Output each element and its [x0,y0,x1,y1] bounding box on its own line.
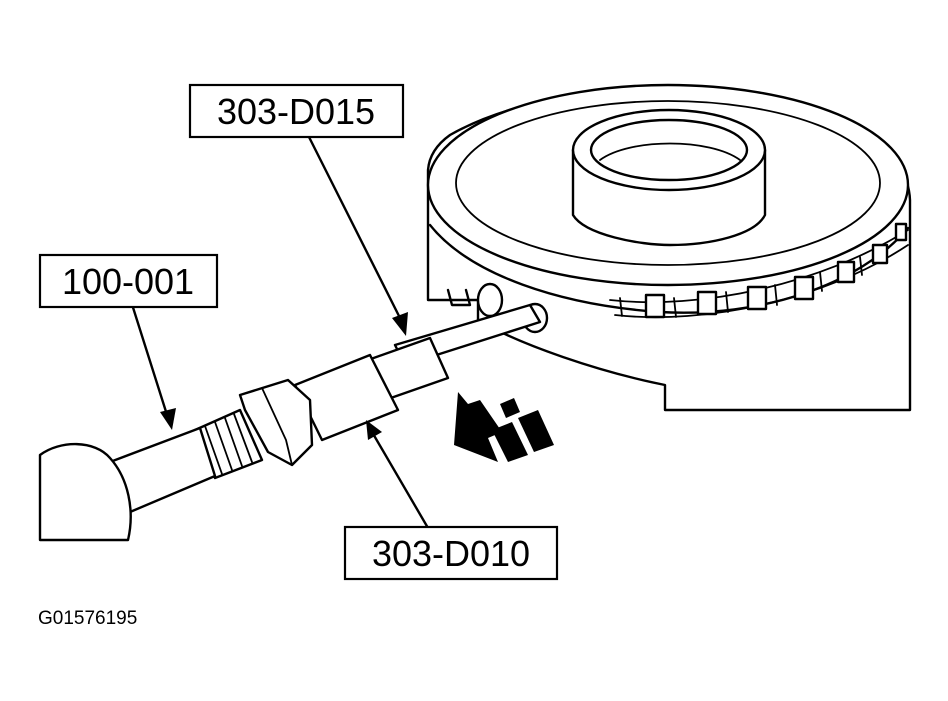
pulse-teeth [619,222,908,319]
pulse-ring-assembly [426,83,912,412]
callout-303-d015-label: 303-D015 [217,91,375,132]
callout-100-001-label: 100-001 [62,261,194,302]
direction-arrow-icon [454,392,554,462]
center-hub [571,108,767,247]
leader-lines [128,133,430,530]
tool-shaft-assembly [38,303,542,542]
callout-303-d010-label: 303-D010 [372,533,530,574]
callout-100-001: 100-001 [38,253,219,309]
callout-303-d010: 303-D010 [343,525,559,581]
figure-id: G01576195 [38,608,137,629]
callout-303-d015: 303-D015 [188,83,405,139]
